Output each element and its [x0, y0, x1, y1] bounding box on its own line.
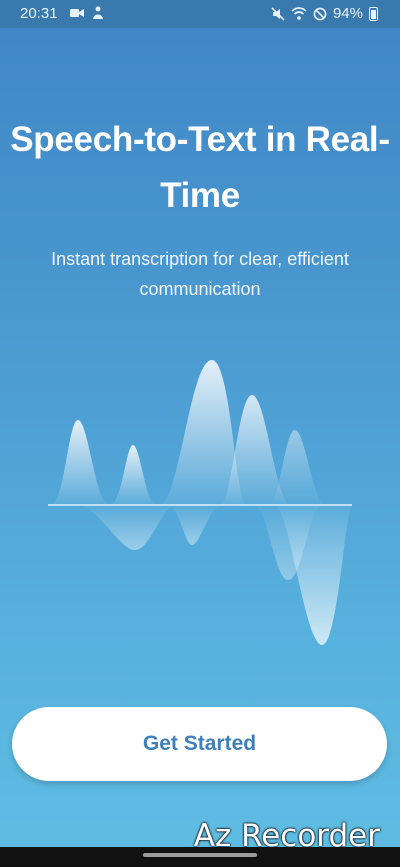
status-bar: 20:31 94%	[0, 0, 400, 28]
home-gesture-handle[interactable]	[143, 853, 257, 857]
status-left-icons	[70, 6, 104, 20]
accessibility-icon	[93, 6, 103, 19]
battery-icon	[369, 6, 378, 21]
battery-text: 94%	[332, 5, 363, 22]
get-started-button[interactable]: Get Started	[12, 707, 387, 781]
status-right: 94%	[271, 5, 378, 22]
status-time: 20:31	[20, 5, 58, 22]
sound-wave-illustration	[48, 360, 352, 645]
onboarding-subtitle: Instant transcription for clear, efficie…	[51, 249, 349, 299]
video-camera-icon	[70, 9, 84, 17]
mute-icon	[271, 6, 285, 21]
wifi-icon	[291, 7, 307, 20]
do-not-disturb-icon	[313, 7, 327, 20]
navigation-bar	[0, 847, 400, 867]
onboarding-title: Speech-to-Text in Real-Time	[10, 120, 390, 215]
